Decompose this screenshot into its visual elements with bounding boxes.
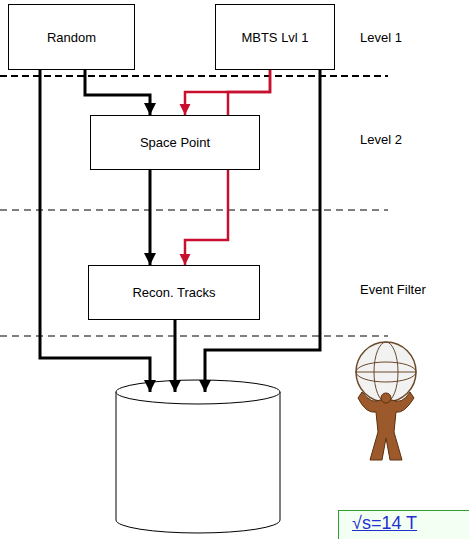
level-separator bbox=[0, 336, 388, 337]
storage-cylinder bbox=[116, 380, 280, 533]
process-box: Recon. Tracks bbox=[88, 265, 260, 320]
level-separator bbox=[0, 210, 388, 211]
process-box: Space Point bbox=[90, 115, 260, 170]
atlas-figure bbox=[356, 342, 416, 460]
box-text: MBTS Lvl 1 bbox=[241, 30, 308, 45]
level-label: Level 2 bbox=[360, 132, 402, 147]
stream-line bbox=[174, 320, 177, 392]
level-label: Event Filter bbox=[360, 282, 426, 297]
box-text: Space Point bbox=[140, 135, 210, 150]
trigger-connector bbox=[149, 170, 152, 265]
process-box: Random bbox=[8, 4, 135, 70]
box-text: Recon. Tracks bbox=[132, 285, 215, 300]
trigger-connector bbox=[85, 70, 150, 115]
level-label: Level 1 bbox=[360, 30, 402, 45]
energy-note: √s=14 T bbox=[352, 513, 417, 534]
level-separator bbox=[0, 75, 388, 77]
process-box: MBTS Lvl 1 bbox=[215, 4, 335, 70]
box-text: Random bbox=[47, 30, 96, 45]
